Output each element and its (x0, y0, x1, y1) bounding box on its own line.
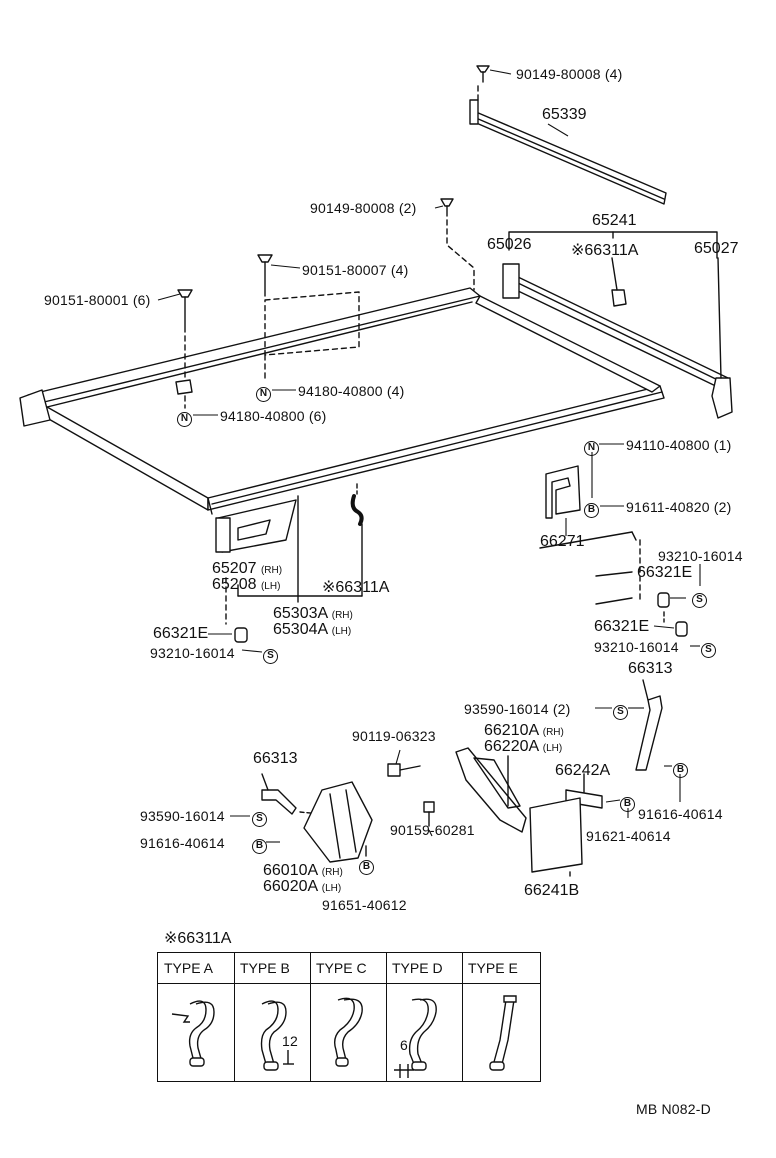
label-plate-big: 66241B (524, 882, 580, 899)
legend-type-c: TYPE C (316, 960, 367, 976)
label-stay-right: 66313 (628, 660, 673, 677)
label-hinge-rh: 66210A (RH) (484, 722, 564, 739)
screw-mid-drawing (440, 198, 454, 217)
nut-symbol-right: N (584, 437, 599, 456)
label-hinge-lh: 66220A (LH) (484, 738, 563, 755)
label-pad-right-b: 66321E (594, 618, 650, 635)
label-guard-lh: 66020A (LH) (263, 878, 342, 895)
top-rail-drawing (469, 99, 667, 205)
bolt-long-drawing (257, 254, 273, 297)
screw-symbol-right-a: S (692, 589, 707, 608)
screw-symbol-left: S (263, 645, 278, 664)
label-stay-left: 66313 (253, 750, 298, 767)
hook-type-table: TYPE A TYPE B TYPE C TYPE D TYPE E (157, 952, 541, 1082)
label-clip-left: 91616-40614 (140, 835, 225, 851)
label-nut-4: 94180-40800 (4) (298, 383, 405, 399)
hook-type-b-drawing (260, 1000, 294, 1071)
label-guard-rh: 66010A (RH) (263, 862, 343, 879)
main-frame-drawing (19, 287, 665, 515)
legend-type-e: TYPE E (468, 960, 518, 976)
label-corner-rh: 65207 (RH) (212, 560, 283, 577)
bolt-symbol-left: B (252, 835, 267, 854)
legend-type-b: TYPE B (240, 960, 290, 976)
label-screw-stay-right: 93590-16014 (2) (464, 701, 571, 717)
legend-title: ※66311A (164, 930, 232, 947)
label-plate-small: 66242A (555, 762, 611, 779)
label-rail-top: 65339 (542, 106, 587, 123)
label-bolt-long: 90151-80007 (4) (302, 262, 409, 278)
bolt-short-drawing (177, 289, 193, 333)
label-bolt-short: 90151-80001 (6) (44, 292, 151, 308)
label-bracket-right: 65027 (694, 240, 739, 257)
label-frame-lh: 65304A (LH) (273, 621, 352, 638)
label-screw-top: 90149-80008 (4) (516, 66, 623, 82)
nut-symbol-6: N (177, 408, 192, 427)
corner-bracket-drawing (215, 499, 297, 553)
stay-right-drawing (635, 679, 663, 771)
label-hook-top: ※66311A (571, 242, 639, 259)
label-bracket-set: 65241 (592, 212, 637, 229)
bolt-symbol-621: B (620, 793, 635, 812)
label-corner-lh: 65208 (LH) (212, 576, 281, 593)
label-bolt-small: 90119-06323 (352, 728, 436, 744)
dimension-type-b: 12 (282, 1033, 298, 1049)
label-bolt-281: 90159-60281 (390, 822, 475, 838)
label-screw-left: 93210-16014 (150, 645, 235, 661)
box-bracket-drawing (545, 465, 581, 519)
stay-left-drawing (261, 789, 297, 815)
bolt-symbol-right: B (584, 499, 599, 518)
hook-type-a-drawing (171, 1000, 215, 1067)
label-bracket-left: 65026 (487, 236, 532, 253)
label-frame-rh: 65303A (RH) (273, 605, 353, 622)
label-hook-bottom: ※66311A (322, 579, 390, 596)
dimension-type-d: 6 (400, 1037, 408, 1053)
label-screw-mid: 90149-80008 (2) (310, 200, 417, 216)
screw-top-drawing (476, 65, 490, 83)
hook-type-d-drawing (394, 998, 437, 1078)
screw-symbol-stay-left: S (252, 808, 267, 827)
screw-symbol-stay-right: S (613, 701, 628, 720)
bolt-symbol-612: B (359, 856, 374, 875)
label-clip-612: 91651-40612 (322, 897, 407, 913)
hook-type-e-drawing (489, 995, 517, 1071)
bracket-rail-drawing (502, 263, 733, 419)
bolt-symbol-616: B (673, 759, 688, 778)
label-pad-right-a: 66321E (637, 564, 693, 581)
legend-type-a: TYPE A (164, 960, 214, 976)
label-clip-621: 91621-40614 (586, 828, 671, 844)
screw-symbol-right-b: S (701, 639, 716, 658)
label-nut-6: 94180-40800 (6) (220, 408, 327, 424)
label-screw-right-b: 93210-16014 (594, 639, 679, 655)
label-pad-left: 66321E (153, 625, 209, 642)
label-screw-right-a: 93210-16014 (658, 548, 743, 564)
legend-type-d: TYPE D (392, 960, 443, 976)
hook-type-c-drawing (333, 997, 363, 1067)
footer-code: MB N082-D (636, 1101, 711, 1117)
label-clip-right: 91611-40820 (2) (626, 499, 732, 515)
nut-symbol-4: N (256, 383, 271, 402)
label-clip-616: 91616-40614 (638, 806, 723, 822)
hinge-drawing (455, 747, 527, 833)
label-bracket-box: 66271 (540, 533, 585, 550)
guard-drawing (303, 781, 373, 863)
label-screw-stay-left: 93590-16014 (140, 808, 225, 824)
label-nut-right: 94110-40800 (1) (626, 437, 732, 453)
